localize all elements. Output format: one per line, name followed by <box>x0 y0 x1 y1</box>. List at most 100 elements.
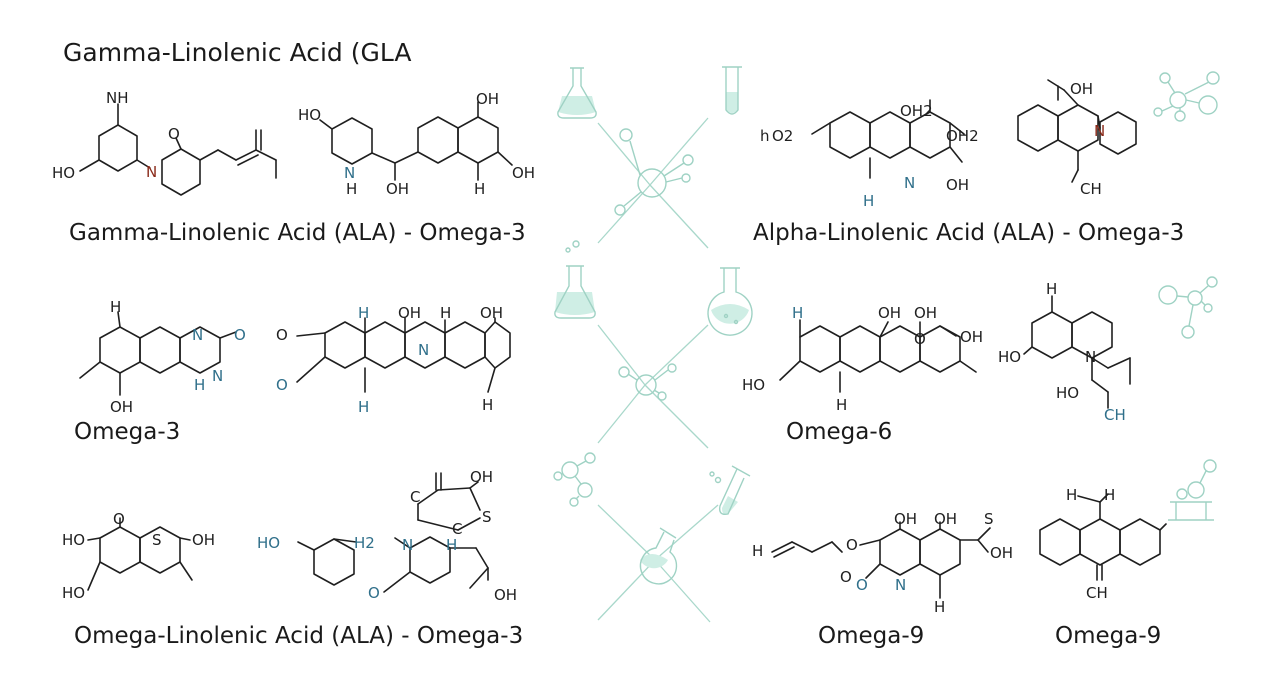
atom-label: H <box>346 180 357 198</box>
atom-label: OH <box>398 304 421 322</box>
molecule-8-structure: H HO N HO CH <box>998 280 1131 424</box>
atom-label: O <box>856 576 868 594</box>
atom-label: C <box>410 488 420 506</box>
atom-label: H <box>934 598 945 616</box>
atom-label: O <box>276 376 288 394</box>
round-flask-icon <box>707 267 753 336</box>
arrows <box>597 117 719 623</box>
atom-label: h <box>760 127 770 145</box>
atom-label: OH <box>960 328 983 346</box>
atom-label: OH <box>914 304 937 322</box>
molecule-10-structure: HO H2 <box>257 534 375 586</box>
caption-bottom-right: Omega-9 <box>1055 623 1162 649</box>
atom-label: OH2 <box>900 102 933 120</box>
atom-label: N <box>895 576 906 594</box>
atom-label: N <box>1085 348 1096 366</box>
test-tube-icon <box>722 66 742 115</box>
molecule-3-structure: h O2 OH2 OH2 N OH H <box>760 99 979 210</box>
atom-label: OH <box>480 304 503 322</box>
atom-label: H <box>836 396 847 414</box>
atom-label: O <box>234 326 246 344</box>
molecule-11-structure: OH C C S N H O OH <box>368 468 517 604</box>
page-title: Gamma-Linolenic Acid (GLA <box>63 38 412 67</box>
molecule-13-structure: H H CH <box>1039 486 1167 602</box>
molecule-6-structure: O O H OH H OH N H H <box>276 304 511 416</box>
atom-label: S <box>984 510 994 528</box>
atom-label: O <box>368 584 380 602</box>
molecule-network-icon <box>553 452 596 507</box>
atom-label: HO <box>1056 384 1079 402</box>
atom-label: O2 <box>772 127 793 145</box>
molecule-5-structure: H N O H N OH <box>79 298 246 416</box>
atom-label: OH2 <box>946 127 979 145</box>
atom-label: H <box>752 542 763 560</box>
atom-label: NH <box>106 89 129 107</box>
atom-label: OH <box>512 164 535 182</box>
atom-label: H <box>1104 486 1115 504</box>
atom-label: CH <box>1080 180 1102 198</box>
molecule-4-structure: OH N CH <box>1017 79 1137 198</box>
molecule-2-structure: HO N H OH OH OH H <box>298 90 535 198</box>
atom-label: H <box>358 304 369 322</box>
atom-label: O <box>113 510 125 528</box>
atom-label: O <box>840 568 852 586</box>
atom-label: H <box>792 304 803 322</box>
atom-label: CH <box>1104 406 1126 424</box>
flask-icon <box>554 240 596 319</box>
atom-label: HO <box>62 531 85 549</box>
atom-label: OH <box>990 544 1013 562</box>
atom-label: N <box>146 163 157 181</box>
caption-top-left: Gamma-Linolenic Acid (ALA) - Omega-3 <box>69 220 526 246</box>
atom-label: N <box>192 326 203 344</box>
atom-label: H2 <box>354 534 375 552</box>
atom-label: OH <box>192 531 215 549</box>
atom-label: H <box>474 180 485 198</box>
atom-label: N <box>1094 122 1105 140</box>
atom-label: H <box>1046 280 1057 298</box>
atom-label: O <box>914 330 926 348</box>
atom-label: OH <box>110 398 133 416</box>
molecule-1-structure: NH HO N O <box>52 89 277 196</box>
atom-label: H <box>358 398 369 416</box>
caption-bottom-mid-right: Omega-9 <box>818 623 925 649</box>
atom-label: O <box>846 536 858 554</box>
caption-bottom-left: Omega-Linolenic Acid (ALA) - Omega-3 <box>74 623 524 649</box>
atom-label: OH <box>1070 80 1093 98</box>
atom-label: HO <box>742 376 765 394</box>
molecule-network-icon <box>1153 71 1220 122</box>
atom-label: N <box>344 164 355 182</box>
atom-label: H <box>440 304 451 322</box>
atom-label: H <box>194 376 205 394</box>
atom-label: OH <box>494 586 517 604</box>
atom-label: O <box>276 326 288 344</box>
microscope-icon <box>1168 459 1217 521</box>
atom-label: N <box>418 341 429 359</box>
caption-mid-left: Omega-3 <box>74 419 181 445</box>
atom-label: HO <box>62 584 85 602</box>
atom-label: N <box>212 367 223 385</box>
atom-label: H <box>863 192 874 210</box>
atom-label: C <box>452 520 462 538</box>
atom-label: OH <box>946 176 969 194</box>
caption-top-right: Alpha-Linolenic Acid (ALA) - Omega-3 <box>753 220 1185 246</box>
atom-label: OH <box>894 510 917 528</box>
atom-label: HO <box>998 348 1021 366</box>
test-tube-icon <box>709 465 751 516</box>
molecule-network-icon <box>618 363 677 401</box>
molecule-7-structure: H OH OH O OH HO H <box>742 304 983 414</box>
atom-label: HO <box>298 106 321 124</box>
atom-label: HO <box>52 164 75 182</box>
atom-label: S <box>152 531 162 549</box>
molecule-network-icon <box>1158 276 1218 339</box>
molecule-12-structure: H O OH OH S OH O O N H <box>752 510 1013 616</box>
flask-icon <box>639 527 678 585</box>
atom-label: OH <box>386 180 409 198</box>
atom-label: HO <box>257 534 280 552</box>
atom-label: O <box>168 125 180 143</box>
atom-label: H <box>482 396 493 414</box>
center-lab-decoration <box>553 66 1220 623</box>
atom-label: OH <box>476 90 499 108</box>
atom-label: OH <box>878 304 901 322</box>
atom-label: OH <box>470 468 493 486</box>
